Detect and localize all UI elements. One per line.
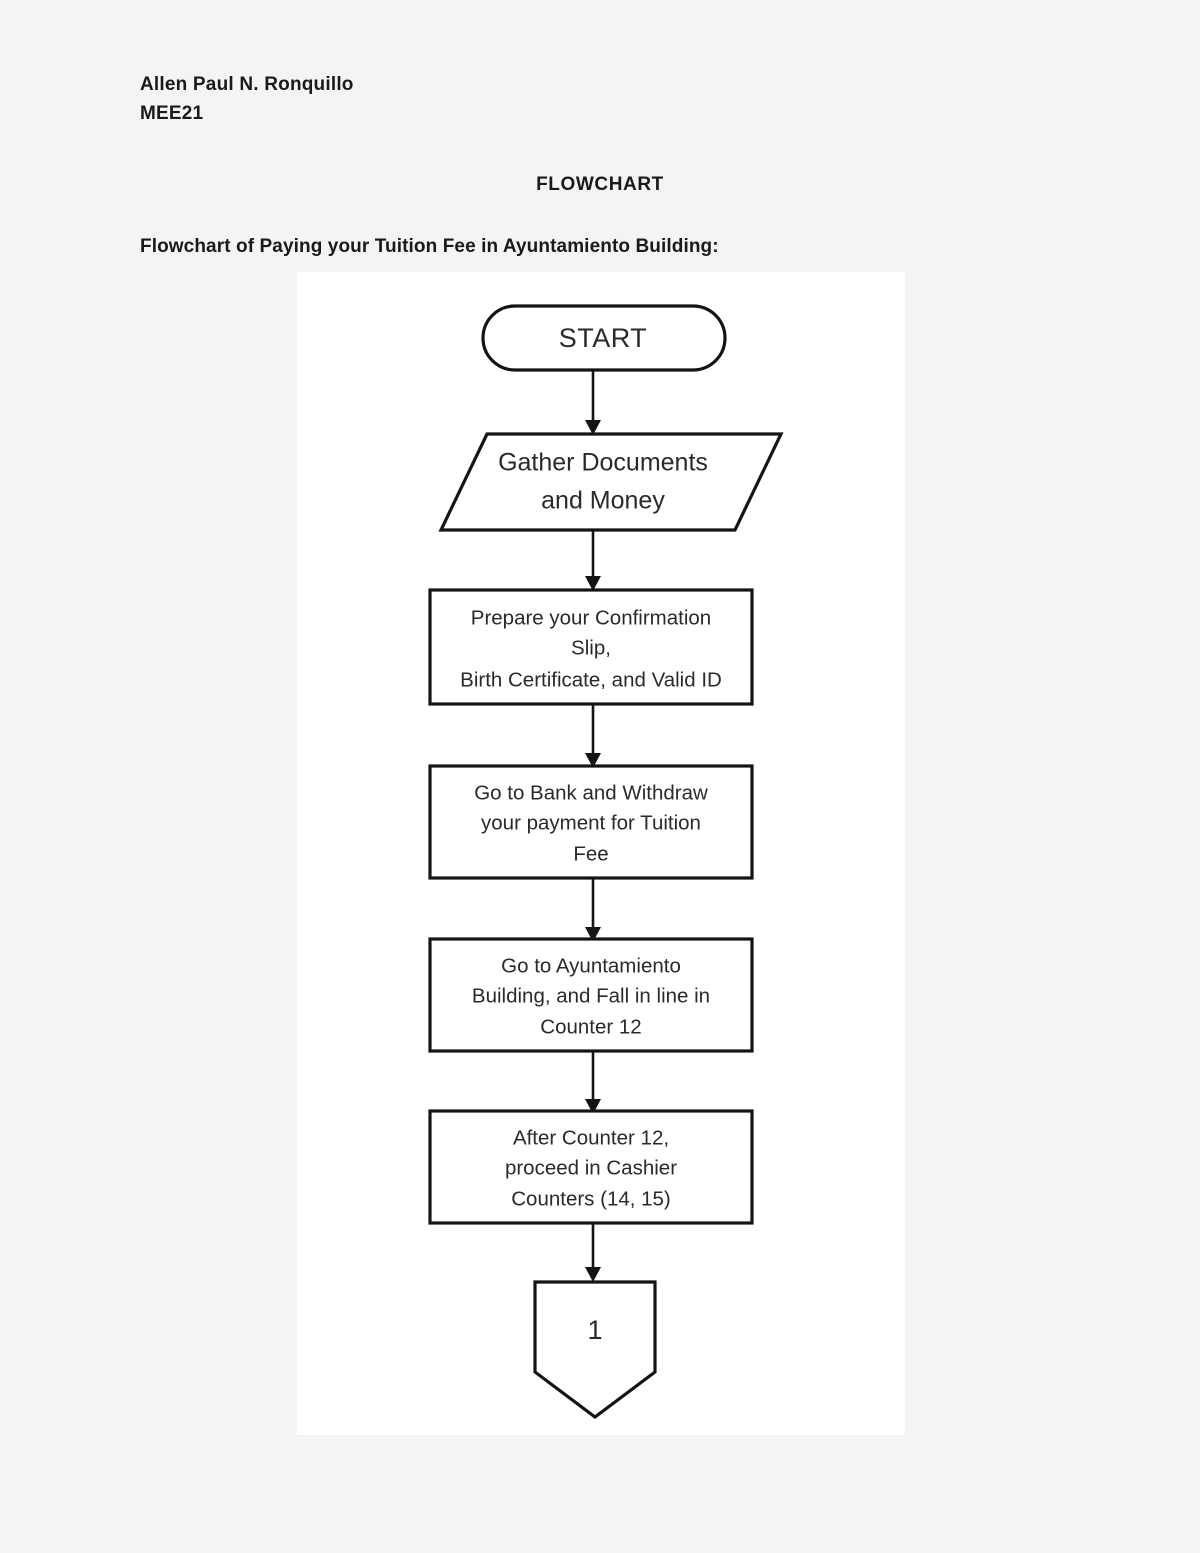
node-cashier-label-line2: proceed in Cashier bbox=[505, 1156, 677, 1179]
node-offpage-connector-label: 1 bbox=[587, 1315, 602, 1345]
node-bank-shape bbox=[428, 764, 754, 880]
node-prepare-label-line1: Prepare your Confirmation bbox=[471, 606, 711, 629]
node-building-shape bbox=[428, 937, 754, 1053]
arrowhead-icon bbox=[585, 1099, 601, 1114]
node-building-label-line1: Go to Ayuntamiento bbox=[501, 954, 681, 977]
node-gather-label-line1: Gather Documents bbox=[498, 449, 708, 477]
node-offpage-connector-shape bbox=[533, 1280, 657, 1419]
arrowhead-icon bbox=[585, 576, 601, 591]
node-bank-label-line1: Go to Bank and Withdraw bbox=[474, 781, 708, 804]
section-code: MEE21 bbox=[140, 103, 204, 125]
node-bank-label-line2: your payment for Tuition bbox=[481, 811, 701, 834]
node-start-label: START bbox=[559, 323, 648, 353]
node-prepare-shape bbox=[428, 588, 754, 706]
arrowhead-icon bbox=[585, 1267, 601, 1282]
node-bank-label-line3: Fee bbox=[573, 842, 608, 865]
node-cashier-shape bbox=[428, 1109, 754, 1225]
node-prepare-label-line3: Birth Certificate, and Valid ID bbox=[460, 668, 722, 691]
author-block: Allen Paul N. Ronquillo MEE21 bbox=[140, 70, 354, 129]
node-gather-shape bbox=[438, 432, 784, 532]
node-gather-label-line2: and Money bbox=[541, 487, 665, 515]
flowchart-canvas: START Gather Documents and Money Prepare… bbox=[297, 272, 905, 1435]
author-name: Allen Paul N. Ronquillo bbox=[140, 74, 354, 95]
arrowhead-icon bbox=[585, 753, 601, 768]
node-start-shape bbox=[481, 304, 727, 372]
node-cashier-label-line1: After Counter 12, bbox=[513, 1126, 669, 1149]
node-building-label-line3: Counter 12 bbox=[540, 1015, 641, 1038]
node-cashier-label-line3: Counters (14, 15) bbox=[511, 1187, 671, 1210]
flowchart-subtitle: Flowchart of Paying your Tuition Fee in … bbox=[140, 236, 719, 257]
arrowhead-icon bbox=[585, 927, 601, 942]
node-building-label-line2: Building, and Fall in line in bbox=[472, 984, 710, 1007]
arrowhead-icon bbox=[585, 420, 601, 435]
node-prepare-label-line2: Slip, bbox=[571, 636, 611, 659]
page-title: FLOWCHART bbox=[536, 174, 664, 195]
